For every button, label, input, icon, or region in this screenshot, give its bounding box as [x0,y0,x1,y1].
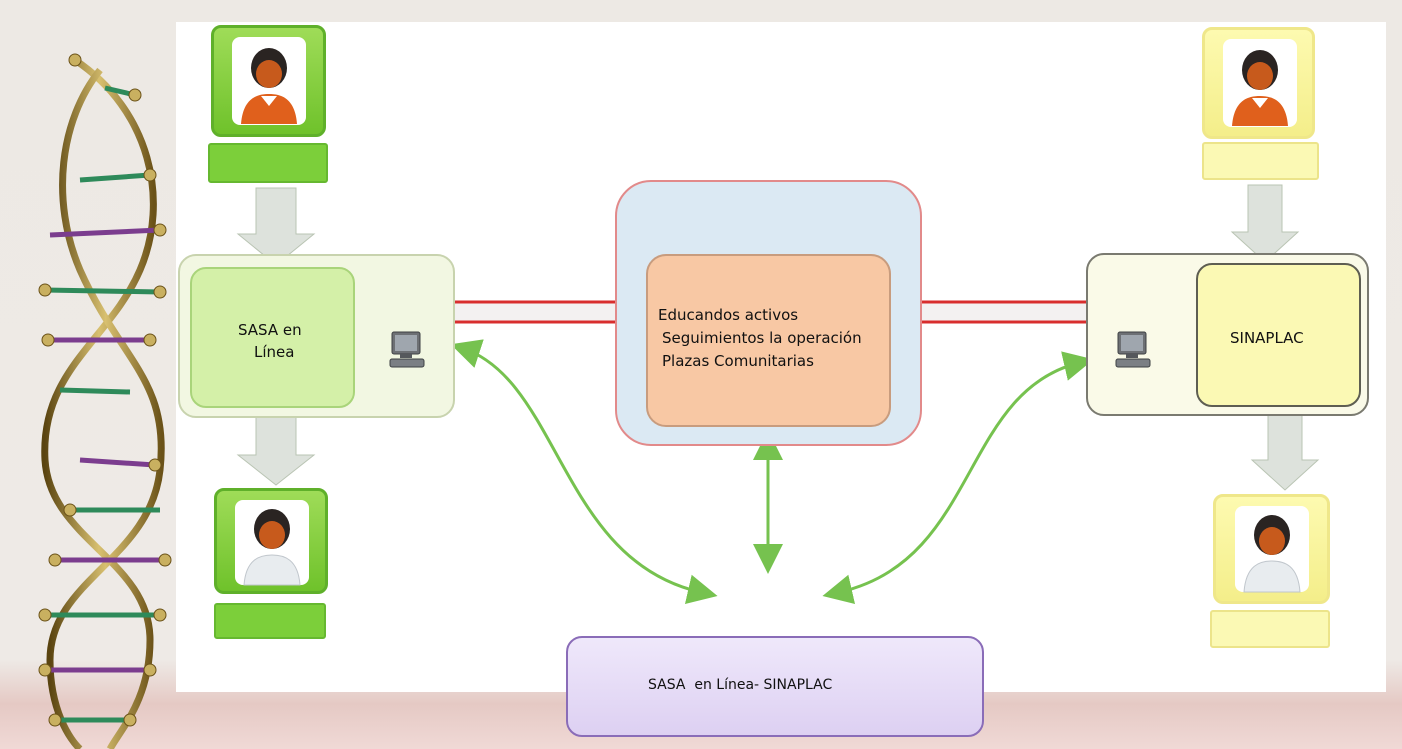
person-top-left [211,25,326,137]
person-icon [1223,39,1297,127]
label-bar-bottom-left [214,603,326,639]
dna-helix-icon [38,53,172,749]
computer-icon [1115,331,1151,368]
label-bar-bottom-right [1210,610,1330,648]
person-bottom-left [214,488,328,594]
down-arrow-top-left [236,187,316,266]
down-arrow-mid-right [1250,411,1320,491]
sinaplac-label: SINAPLAC [1230,329,1304,347]
down-arrow-top-right [1230,184,1300,263]
sasa-box: SASA en Línea [190,267,355,408]
down-arrow-mid-left [236,407,316,486]
person-icon [1235,506,1309,593]
person-icon [235,500,309,586]
sasa-label-line1: SASA en [238,321,302,339]
curve-right [822,351,1094,604]
center-line2: Seguimientos la operación [662,329,862,347]
label-bar-top-right [1202,142,1319,180]
center-line1: Educandos activos [658,306,799,324]
label-bar-top-left [208,143,328,183]
bottom-box: SASA en Línea- SINAPLAC [566,636,984,737]
person-icon [232,37,306,125]
curve-left [450,339,718,604]
computer-icon [389,331,425,368]
bottom-label: SASA en Línea- SINAPLAC [648,677,833,693]
sinaplac-box: SINAPLAC [1196,263,1361,407]
center-box: Educandos activos Seguimientos la operac… [646,254,891,427]
sasa-label-line2: Línea [254,343,295,361]
person-bottom-right [1213,494,1330,604]
center-line3: Plazas Comunitarias [662,352,814,370]
person-top-right [1202,27,1315,139]
